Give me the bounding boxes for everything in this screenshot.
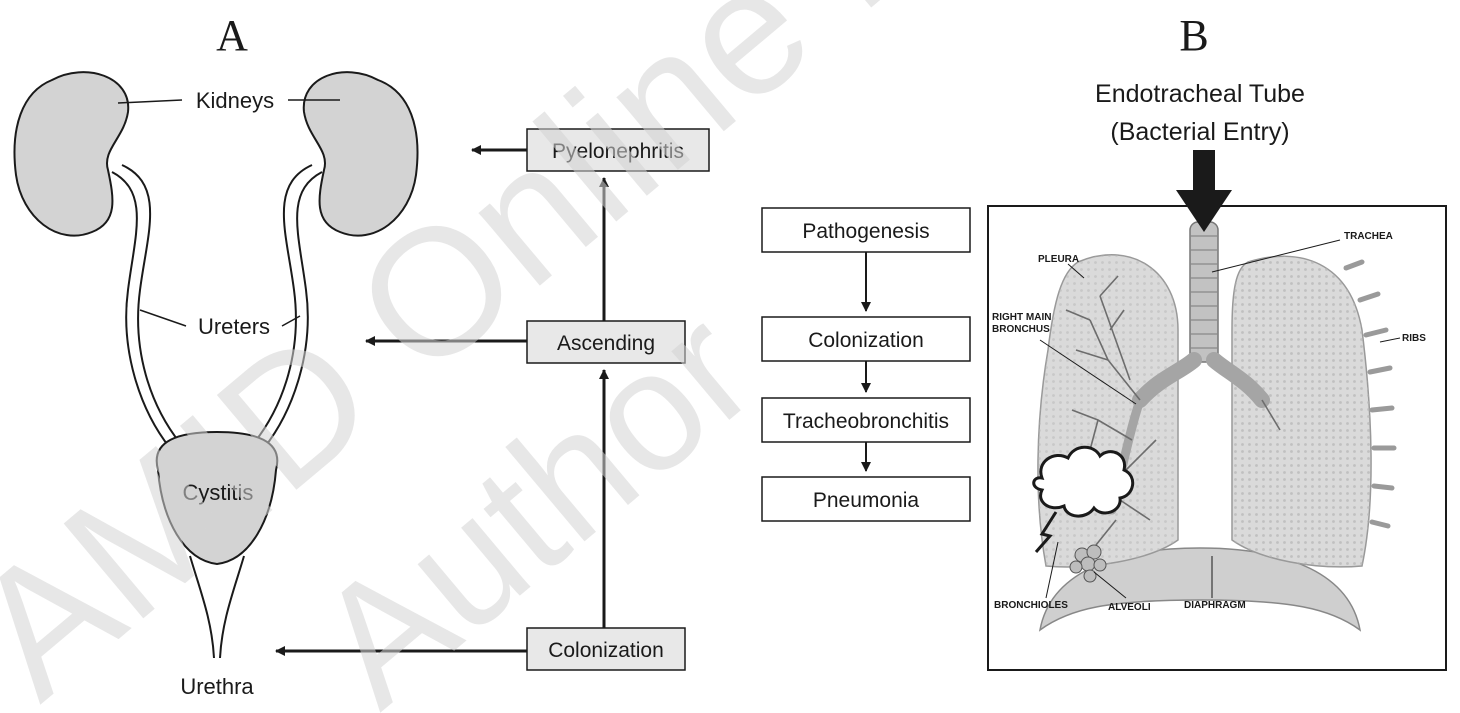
pleura-label: PLEURA — [1038, 254, 1079, 265]
colonization-label-b: Colonization — [808, 329, 924, 352]
panel-b: B Endotracheal Tube (Bacterial Entry) Pa… — [762, 11, 1446, 670]
right-main-bronchus-label-1: RIGHT MAIN — [992, 312, 1051, 323]
ribs-label: RIBS — [1402, 333, 1426, 344]
infection-cloud — [1034, 447, 1133, 516]
lung-texture — [1038, 255, 1178, 567]
urethra-label: Urethra — [180, 674, 254, 699]
right-main-bronchus-label-2: BRONCHUS — [992, 324, 1050, 335]
pathogenesis-label: Pathogenesis — [802, 220, 929, 243]
bronchioles-label: BRONCHIOLES — [994, 600, 1068, 611]
trachea-label: TRACHEA — [1344, 231, 1393, 242]
alveoli-label: ALVEOLI — [1108, 602, 1151, 613]
panel-b-letter: B — [1179, 11, 1208, 60]
kidneys-label: Kidneys — [196, 88, 274, 113]
colonization-label-a: Colonization — [548, 639, 664, 662]
tracheobronchitis-label: Tracheobronchitis — [783, 410, 949, 433]
pneumonia-label: Pneumonia — [813, 489, 920, 512]
left-kidney — [15, 72, 129, 235]
lung-texture — [1232, 256, 1371, 567]
panel-a-letter: A — [216, 11, 248, 60]
diaphragm-label: DIAPHRAGM — [1184, 600, 1246, 611]
entry-title-line2: (Bacterial Entry) — [1110, 118, 1289, 146]
entry-title-line1: Endotracheal Tube — [1095, 80, 1305, 108]
